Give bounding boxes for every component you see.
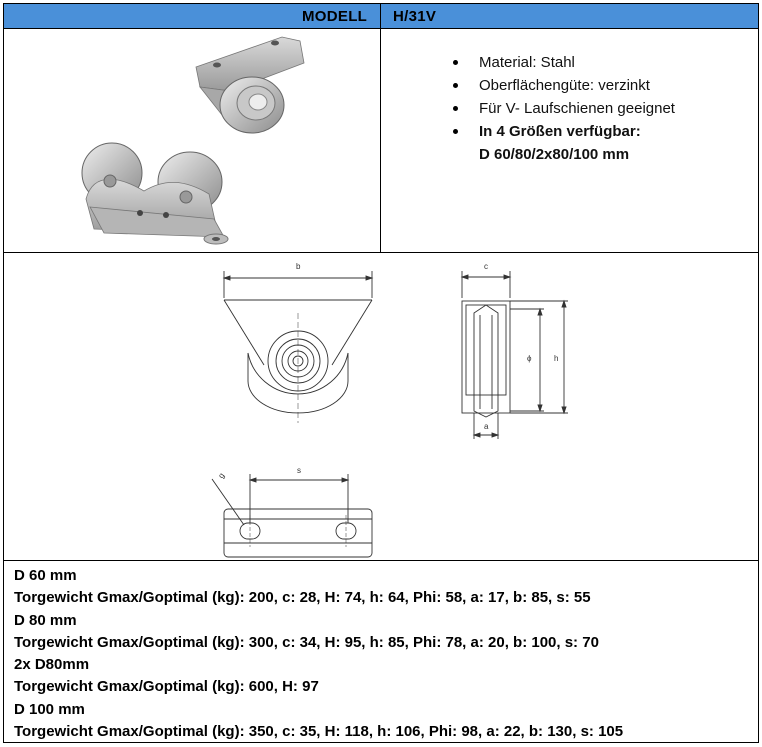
dim-label-c: c	[484, 262, 488, 271]
dim-label-g: g	[216, 471, 226, 480]
feature-material: Material: Stahl	[447, 51, 675, 74]
dim-label-h: h	[554, 354, 558, 363]
header-cell-code: H/31V	[381, 4, 758, 28]
table-header: MODELL H/31V	[4, 4, 758, 29]
technical-drawing: b	[211, 262, 568, 558]
product-row: Material: Stahl Oberflächengüte: verzink…	[4, 29, 758, 253]
feature-sizes-line2: D 60/80/2x80/100 mm	[479, 146, 630, 163]
spec-size-2xd80: 2x D80mm	[14, 656, 90, 674]
features-cell: Material: Stahl Oberflächengüte: verzink…	[381, 29, 758, 252]
roller-illustration	[81, 36, 305, 245]
technical-drawing-row: b	[4, 253, 758, 561]
spec-details-2xd80: Torgewicht Gmax/Goptimal (kg): 600, H: 9…	[14, 678, 319, 696]
specs-cell: D 60 mm Torgewicht Gmax/Goptimal (kg): 2…	[4, 561, 758, 742]
feature-list: Material: Stahl Oberflächengüte: verzink…	[447, 51, 675, 166]
feature-sizes-line1: In 4 Größen verfügbar:	[479, 123, 641, 140]
spec-details-d60: Torgewicht Gmax/Goptimal (kg): 200, c: 2…	[14, 589, 591, 607]
front-view-drawing	[222, 271, 374, 423]
header-model-code: H/31V	[393, 8, 437, 25]
dim-label-phi: ϕ	[527, 354, 532, 363]
dim-label-s: s	[297, 466, 301, 475]
spec-size-d100: D 100 mm	[14, 700, 85, 718]
spec-size-d80: D 80 mm	[14, 611, 77, 629]
double-roller-image	[81, 142, 229, 245]
spec-details-d80: Torgewicht Gmax/Goptimal (kg): 300, c: 3…	[14, 633, 599, 651]
product-photo	[4, 29, 381, 252]
feature-surface: Oberflächengüte: verzinkt	[447, 74, 675, 97]
dim-label-b: b	[296, 262, 301, 271]
spec-size-d60: D 60 mm	[14, 567, 77, 584]
bottom-view-drawing	[211, 474, 373, 558]
dim-label-a: a	[484, 422, 489, 431]
header-cell-model: MODELL	[4, 4, 381, 28]
feature-sizes: In 4 Größen verfügbar: D 60/80/2x80/100 m…	[447, 120, 675, 166]
side-view-drawing	[460, 271, 568, 439]
feature-rail: Für V- Laufschienen geeignet	[447, 97, 675, 120]
header-model-label: MODELL	[302, 8, 368, 25]
single-roller-image	[195, 36, 305, 134]
spec-sheet: MODELL H/31V	[3, 3, 759, 743]
spec-details-d100: Torgewicht Gmax/Goptimal (kg): 350, c: 3…	[14, 723, 624, 741]
